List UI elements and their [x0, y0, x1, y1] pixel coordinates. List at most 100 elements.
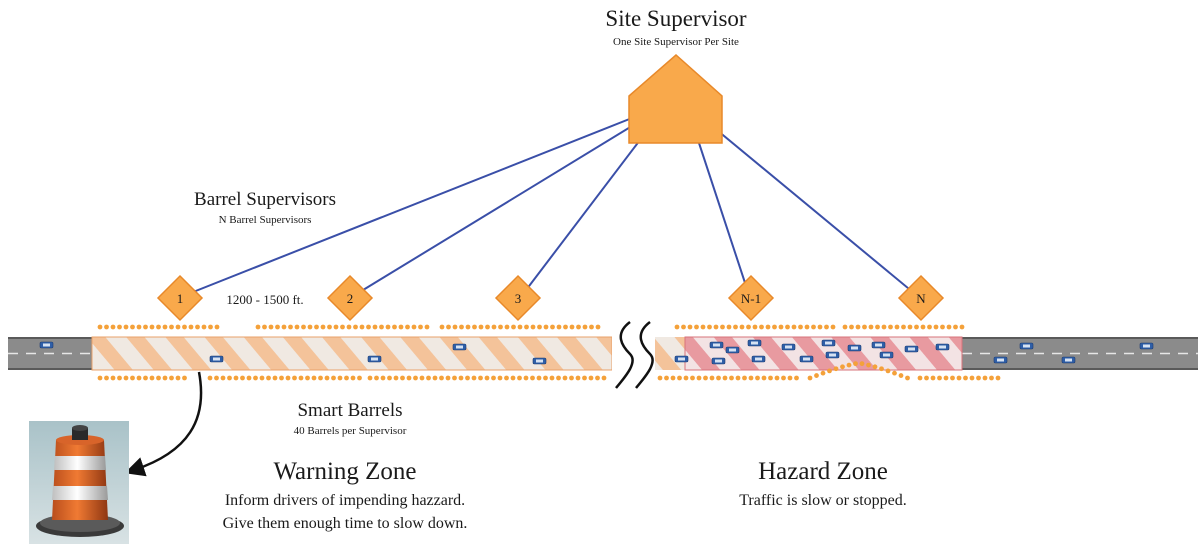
smart-barrel-dot [380, 375, 386, 381]
svg-text:3: 3 [515, 291, 522, 306]
smart-barrel-dots [97, 324, 1001, 381]
smart-barrel-dot [989, 375, 994, 381]
smart-barrel-dot [778, 324, 784, 330]
smart-barrel-dot [285, 375, 291, 381]
smart-barrel-dot [478, 324, 484, 330]
smart-barrel-dot [379, 324, 384, 330]
smart-barrel-dot [700, 324, 706, 330]
warning-zone-line-2: Give them enough time to slow down. [222, 515, 468, 532]
smart-barrel-dot [136, 324, 142, 330]
smart-barrel-dot [511, 324, 516, 330]
smart-barrel-dot [182, 375, 187, 381]
smart-barrel-dot [722, 375, 728, 381]
car-icon [993, 356, 1008, 364]
smart-barrel-dot [995, 375, 1001, 381]
smart-barrel-dot [333, 324, 339, 330]
smart-barrel-dot [694, 324, 699, 330]
smart-barrel-dot [755, 375, 760, 381]
smart-barrel-dot [787, 375, 793, 381]
smart-barrel-dot [530, 375, 535, 381]
smart-barrel-dot [182, 324, 187, 330]
smart-barrel-dot [340, 324, 345, 330]
car-icon [751, 355, 766, 363]
site-supervisor-node [628, 54, 723, 144]
smart-barrel-dot [374, 375, 379, 381]
smart-barrel-dot [930, 375, 936, 381]
smart-barrel-dot [820, 370, 826, 376]
svg-text:N-1: N-1 [741, 291, 761, 306]
smart-barrel-dot [301, 324, 306, 330]
smart-barrel-dot [208, 324, 213, 330]
smart-barrel-dot [940, 324, 945, 330]
smart-barrel-dot [162, 324, 168, 330]
smart-barrel-dot [266, 375, 271, 381]
smart-barrel-dot [471, 375, 477, 381]
smart-barrel-dot [240, 375, 245, 381]
smart-barrel-dot [537, 324, 542, 330]
smart-barrel-dot [331, 375, 336, 381]
barrel-supervisor-node-3: 3 [494, 274, 542, 322]
smart-barrel-dot [905, 375, 910, 381]
smart-barrel-dot [233, 375, 239, 381]
smart-barrel-dot [696, 375, 702, 381]
smart-barrel-dot [914, 324, 919, 330]
car-icon [871, 341, 886, 349]
car-icon [781, 343, 796, 351]
smart-barrel-dot [752, 324, 758, 330]
smart-barrel-dot [855, 324, 861, 330]
smart-barrel-dot [866, 362, 871, 368]
smart-barrel-dot [491, 324, 497, 330]
smart-barrel-dot [924, 375, 929, 381]
smart-barrel-dot [175, 375, 181, 381]
smart-barrel-dot [601, 375, 607, 381]
smart-barrel-dot [130, 324, 135, 330]
link-to-node-3 [519, 139, 641, 299]
smart-barrel-dot [575, 375, 581, 381]
smart-barrel-dot [169, 324, 174, 330]
smart-barrel-dot [791, 324, 797, 330]
smart-barrel-dot [959, 324, 965, 330]
smart-barrel-dot [543, 324, 549, 330]
smart-barrel-dot [149, 324, 155, 330]
smart-barrel-dot [452, 324, 458, 330]
warning-zone-band [91, 336, 613, 371]
smart-barrel-dot [130, 375, 135, 381]
smart-barrel-dot [681, 324, 686, 330]
smart-barrel-dot [123, 324, 129, 330]
smart-barrel-dot [588, 375, 594, 381]
smart-barrel-dot [275, 324, 280, 330]
smart-barrel-dot [735, 375, 741, 381]
smart-barrel-dot [759, 324, 764, 330]
smart-barrel-dot [426, 375, 431, 381]
smart-barrel-dot [294, 324, 300, 330]
smart-barrel-dot [729, 375, 734, 381]
smart-barrel-dot [272, 375, 278, 381]
smart-barrel-dot [143, 375, 148, 381]
smart-barrel-dot [804, 324, 810, 330]
car-icon [747, 339, 762, 347]
smart-barrel-dot [424, 324, 430, 330]
smart-barrel-dot [413, 375, 418, 381]
smart-barrel-dot [927, 324, 932, 330]
smart-barrel-dot [97, 324, 103, 330]
smart-barrel-dot [246, 375, 252, 381]
smart-barrel-dot [452, 375, 457, 381]
smart-barrel-dot [387, 375, 392, 381]
smart-barrel-dot [842, 324, 848, 330]
smart-barrel-dot [268, 324, 274, 330]
smart-barrel-dot [713, 324, 719, 330]
smart-barrel-dot [562, 375, 568, 381]
smart-barrel-dot [657, 375, 663, 381]
smart-barrel-dot [582, 324, 588, 330]
smart-barrel-dot [920, 324, 926, 330]
smart-barrel-dot [324, 375, 330, 381]
smart-barrel-dot [885, 368, 891, 374]
barrel-callout-arrow [124, 371, 203, 477]
smart-barrel-dot [253, 375, 258, 381]
smart-barrel-dot [227, 375, 232, 381]
smart-barrel-dot [943, 375, 949, 381]
barrel-supervisor-node-n-1: N-1 [727, 274, 775, 322]
car-icon [711, 357, 726, 365]
smart-barrel-dot [220, 375, 226, 381]
